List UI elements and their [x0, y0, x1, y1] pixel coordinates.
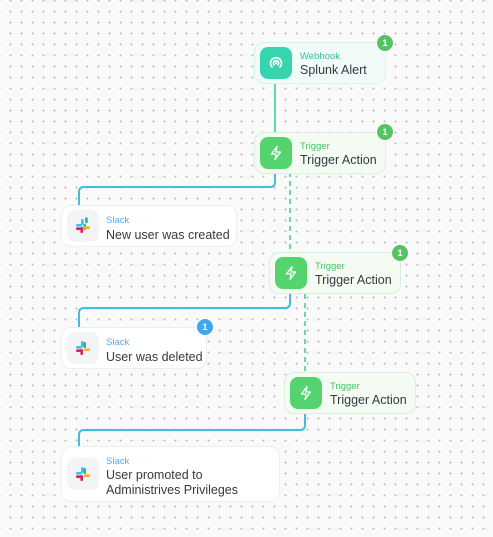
node-slack-new-user-created[interactable]: Slack New user was created	[61, 205, 237, 247]
node-trigger-action-2[interactable]: Trigger Trigger Action	[269, 252, 401, 294]
connector-trigger1-slack1	[78, 168, 276, 210]
node-title: New user was created	[106, 228, 230, 242]
connector-trigger3-slack3	[78, 412, 306, 450]
connector-trigger2-slack2	[78, 290, 291, 330]
slack-icon	[67, 458, 99, 490]
node-type-label: Slack	[106, 215, 130, 226]
node-title-line-2: Administrives Privileges	[106, 483, 238, 497]
node-title: User was deleted	[106, 350, 203, 364]
lightning-icon	[290, 377, 322, 409]
count-badge: 1	[376, 34, 394, 52]
node-slack-user-promoted[interactable]: Slack User promoted to Administrives Pri…	[61, 446, 280, 502]
node-title-line-1: User promoted to	[106, 468, 203, 482]
node-type-label: Trigger	[330, 381, 360, 392]
node-type-label: Trigger	[300, 141, 330, 152]
node-type-label: Trigger	[315, 261, 345, 272]
lightning-icon	[275, 257, 307, 289]
node-title: Splunk Alert	[300, 63, 367, 77]
count-badge: 1	[196, 318, 214, 336]
slack-icon	[67, 210, 99, 242]
node-title: Trigger Action	[315, 273, 392, 287]
node-title: Trigger Action	[300, 153, 377, 167]
node-webhook-splunk-alert[interactable]: Webhook Splunk Alert	[254, 42, 386, 84]
webhook-icon	[260, 47, 292, 79]
node-type-label: Slack	[106, 456, 130, 467]
node-type-label: Slack	[106, 337, 130, 348]
count-badge: 1	[391, 244, 409, 262]
lightning-icon	[260, 137, 292, 169]
node-slack-user-deleted[interactable]: Slack User was deleted	[61, 327, 207, 369]
node-trigger-action-1[interactable]: Trigger Trigger Action	[254, 132, 386, 174]
count-badge: 1	[376, 123, 394, 141]
node-trigger-action-3[interactable]: Trigger Trigger Action	[284, 372, 416, 414]
slack-icon	[67, 332, 99, 364]
node-title: Trigger Action	[330, 393, 407, 407]
node-type-label: Webhook	[300, 51, 340, 62]
